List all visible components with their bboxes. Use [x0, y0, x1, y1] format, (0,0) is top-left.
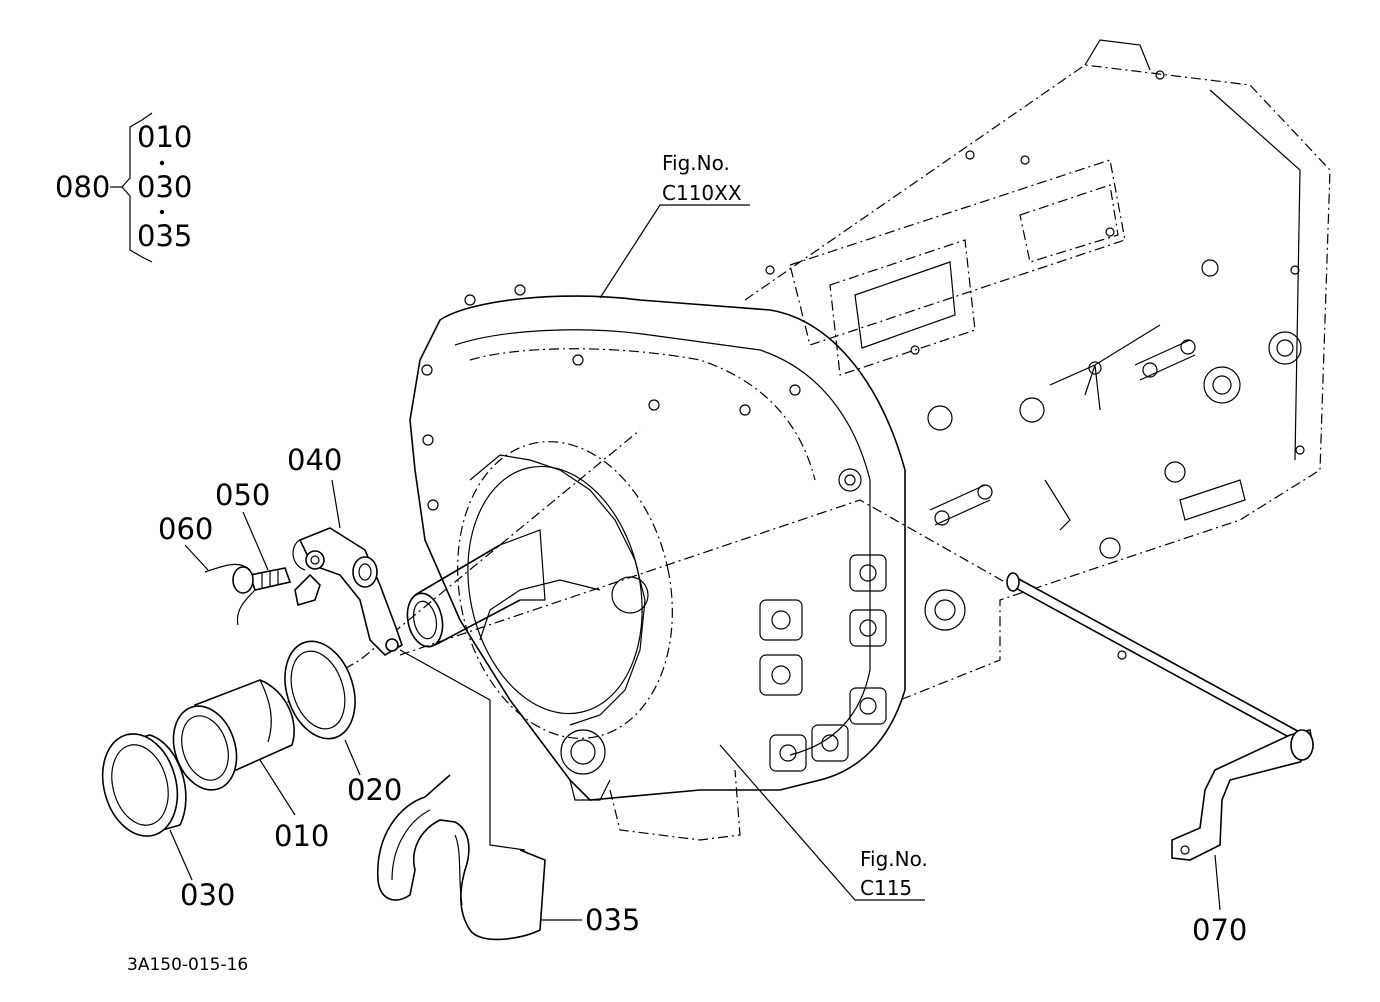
clutch-housing — [409, 284, 906, 841]
label-070: 070 — [1192, 913, 1247, 947]
kit-item-3: 035 — [137, 219, 192, 253]
fig-ref-1-title: Fig.No. — [662, 151, 730, 175]
kit-code-080: 080 — [55, 170, 110, 204]
fig-ref-2-title: Fig.No. — [860, 847, 928, 871]
part-060-wire — [204, 563, 256, 626]
part-035-spring-clip — [377, 774, 546, 941]
fig-ref-1-code: C110XX — [662, 181, 742, 205]
label-035: 035 — [585, 903, 640, 937]
transmission-housing — [744, 39, 1331, 701]
label-010: 010 — [274, 819, 329, 853]
kit-bracket-080 — [110, 112, 165, 263]
part-040-release-fork — [292, 527, 403, 657]
part-020-washer — [284, 640, 356, 740]
part-070-release-shaft — [1006, 572, 1314, 861]
label-030: 030 — [180, 878, 235, 912]
label-020: 020 — [347, 773, 402, 807]
drawing-code: 3A150-015-16 — [127, 955, 248, 975]
kit-item-1: 010 — [137, 120, 192, 154]
label-060: 060 — [158, 512, 213, 546]
kit-item-2: 030 — [137, 170, 192, 204]
leader-lines — [169, 204, 1221, 921]
part-010-release-sleeve — [172, 679, 295, 791]
clutch-plate — [406, 441, 673, 739]
part-030-release-bearing — [101, 733, 187, 837]
part-050-bolt — [232, 566, 292, 594]
assembly-center-lines — [119, 429, 1011, 801]
label-050: 050 — [215, 478, 270, 512]
fig-ref-2-code: C115 — [860, 876, 912, 900]
label-040: 040 — [287, 443, 342, 477]
